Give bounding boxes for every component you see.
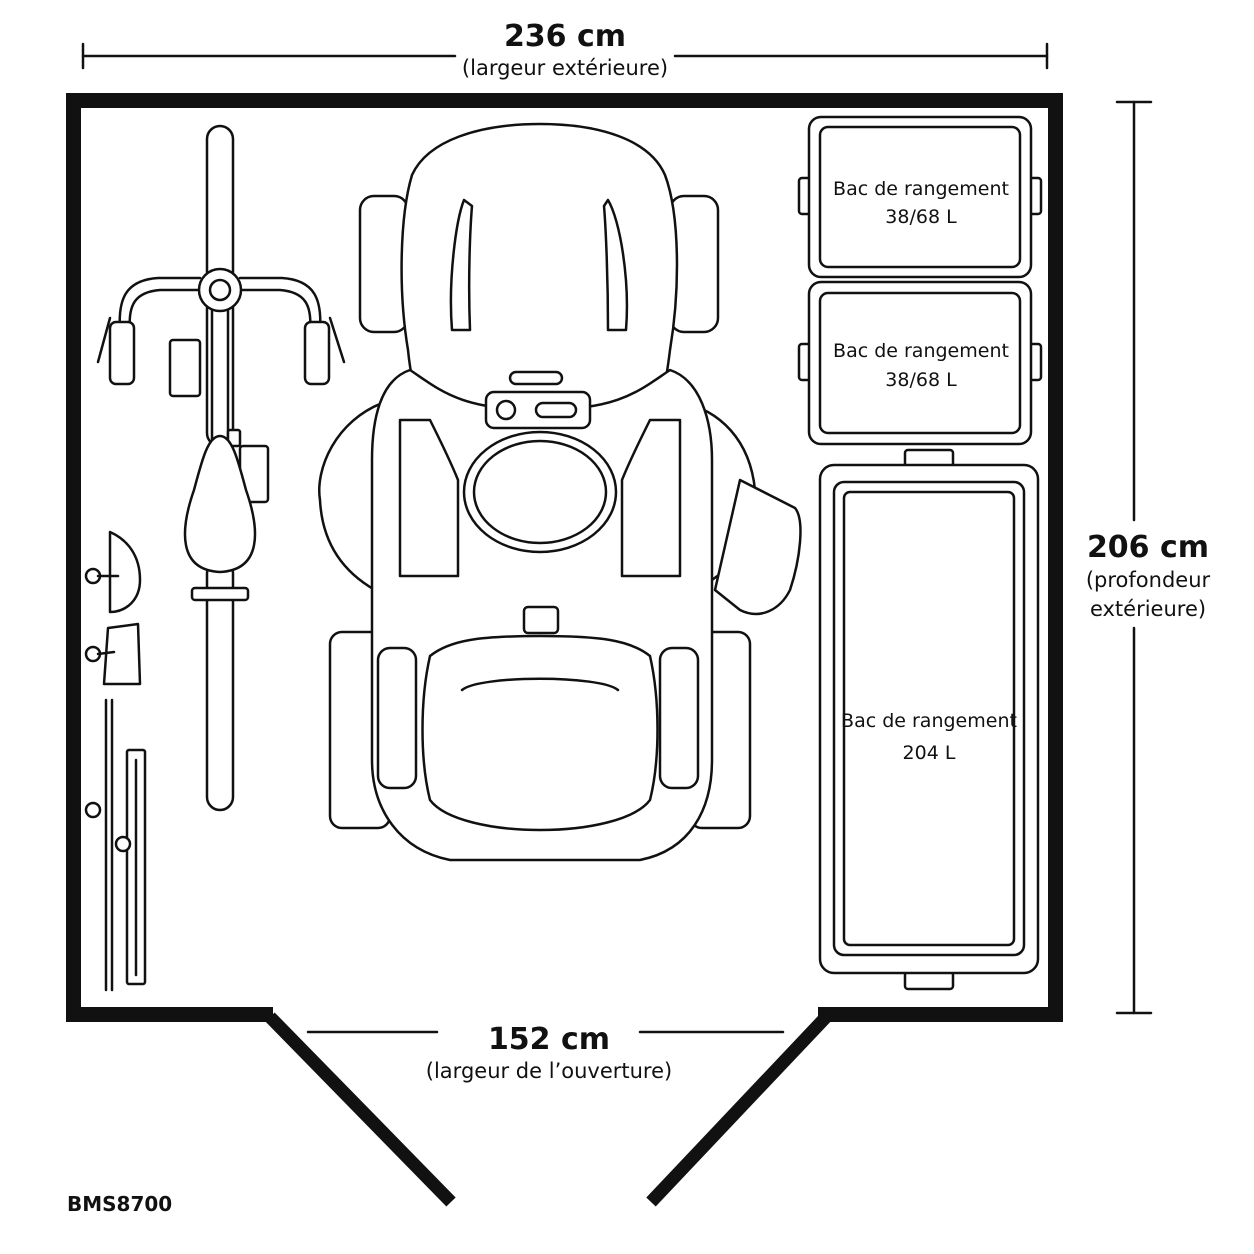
- storage-box-3-capacity: 204 L: [903, 742, 956, 764]
- model-code: BMS8700: [67, 1192, 172, 1216]
- storage-box-2-capacity: 38/68 L: [885, 369, 957, 391]
- lawn-mower-icon: [318, 122, 802, 862]
- depth-note-line1: (profondeur: [1086, 568, 1211, 592]
- depth-note-line2: extérieure): [1090, 597, 1206, 621]
- storage-box-1-capacity: 38/68 L: [885, 206, 957, 228]
- shed-walls: [66, 93, 1063, 1022]
- opening-dimension: 152 cm (largeur de l’ouverture): [306, 1022, 785, 1083]
- width-note: (largeur extérieure): [462, 56, 668, 80]
- door-right: [646, 1012, 831, 1207]
- garden-tools-icon: [84, 530, 147, 992]
- door-left: [265, 1012, 456, 1207]
- depth-dimension: 206 cm (profondeur extérieure): [1086, 100, 1211, 1015]
- storage-box-1: Bac de rangement 38/68 L: [797, 115, 1043, 279]
- storage-box-3: Bac de rangement 204 L: [818, 448, 1040, 991]
- storage-box-2: Bac de rangement 38/68 L: [797, 280, 1043, 446]
- storage-box-2-label: Bac de rangement: [833, 340, 1009, 362]
- storage-box-1-label: Bac de rangement: [833, 178, 1009, 200]
- depth-value: 206 cm: [1087, 530, 1209, 565]
- bicycle-icon: [96, 124, 346, 812]
- width-value: 236 cm: [504, 19, 626, 54]
- storage-box-3-label: Bac de rangement: [841, 710, 1017, 732]
- opening-note: (largeur de l’ouverture): [426, 1059, 672, 1083]
- opening-value: 152 cm: [488, 1022, 610, 1057]
- width-dimension: 236 cm (largeur extérieure): [81, 19, 1049, 80]
